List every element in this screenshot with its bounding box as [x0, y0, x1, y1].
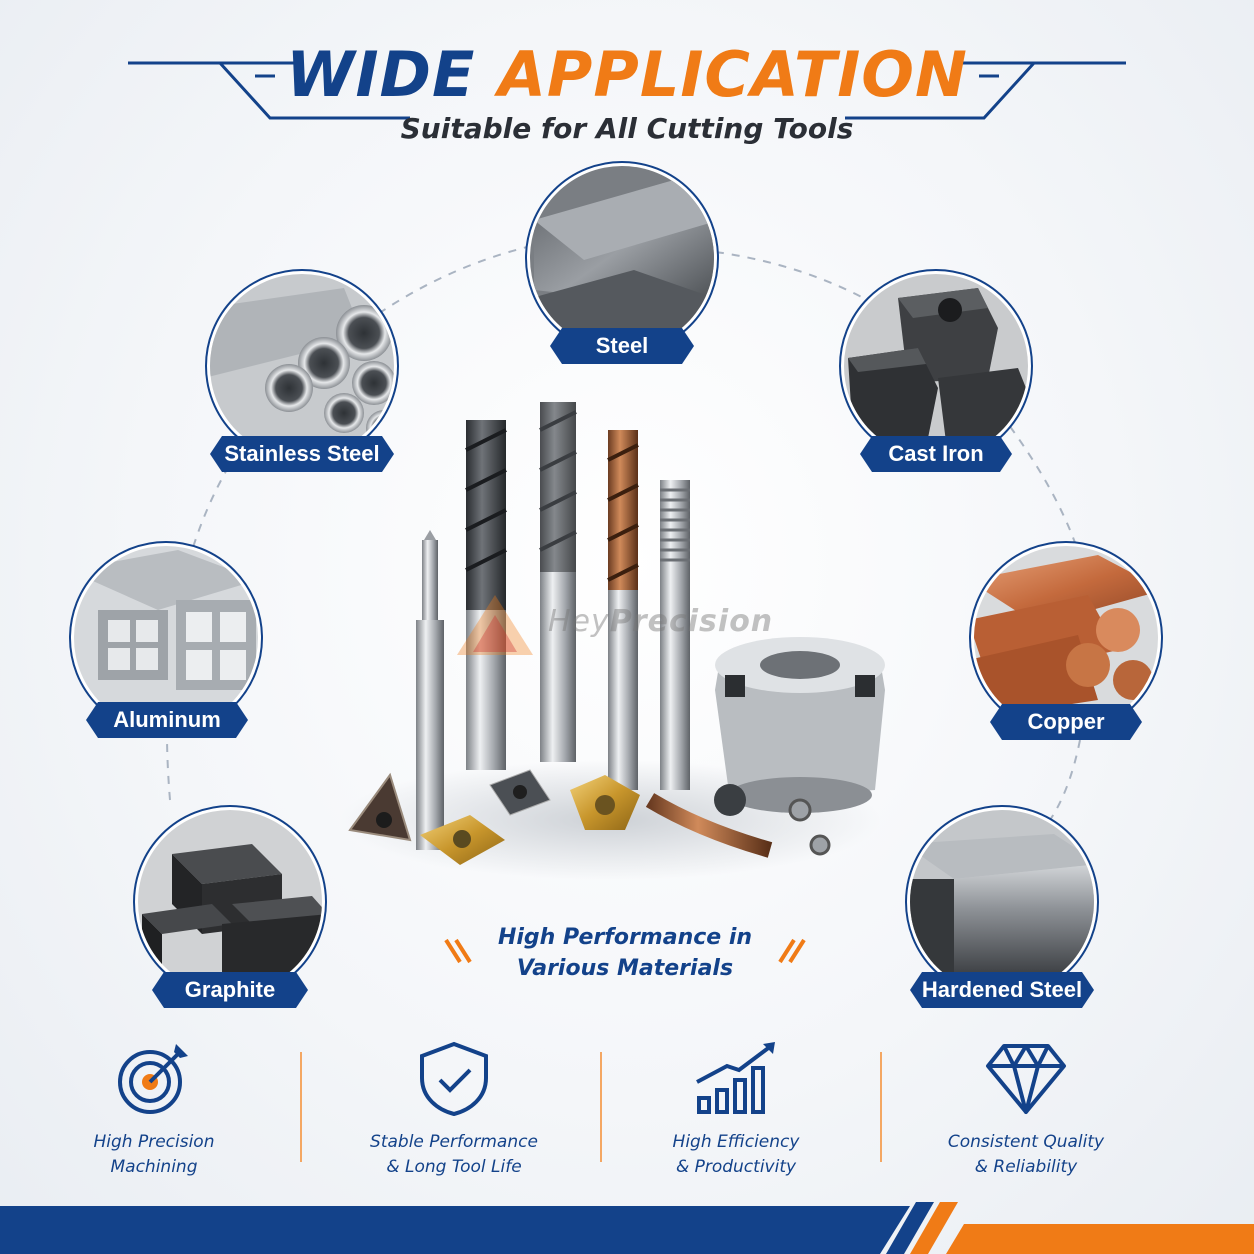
feature-1-line2: Machining [110, 1157, 198, 1177]
feature-1-line1: High Precision [93, 1132, 215, 1152]
page-subtitle: Suitable for All Cutting Tools [400, 112, 854, 145]
feature-3-line1: High Efficiency [672, 1132, 800, 1152]
material-label-steel: Steel [550, 328, 694, 364]
feature-divider-3 [880, 1052, 882, 1162]
shield-check-icon [420, 1041, 488, 1116]
center-tagline-line2: Various Materials [516, 956, 734, 981]
material-label-hardened-steel: Hardened Steel [910, 972, 1094, 1008]
growth-chart-icon [696, 1042, 775, 1114]
slash-decoration-left [444, 938, 472, 964]
material-label-graphite: Graphite [152, 972, 308, 1008]
material-hardened-steel: Hardened Steel [904, 804, 1100, 1010]
graphite-photo [133, 805, 327, 999]
feature-divider-2 [600, 1052, 602, 1162]
material-cast-iron: Cast Iron [838, 268, 1034, 474]
title-part-wide: WIDE [286, 38, 476, 111]
feature-divider-1 [300, 1052, 302, 1162]
watermark-logo-icon [457, 595, 533, 655]
stainless-steel-photo [205, 269, 399, 463]
material-stainless-steel: Stainless Steel [204, 268, 400, 474]
feature-4-line2: & Reliability [974, 1157, 1078, 1177]
steel-photo [525, 161, 719, 355]
slash-decoration-right [778, 938, 806, 964]
feature-high-precision: High Precision Machining [14, 1040, 294, 1180]
watermark-text: HeyPrecision [548, 604, 773, 639]
cast-iron-photo [839, 269, 1033, 463]
material-label-cast-iron: Cast Iron [860, 436, 1012, 472]
feature-4-line1: Consistent Quality [947, 1132, 1105, 1152]
material-graphite: Graphite [132, 804, 328, 1010]
hardened-steel-photo [905, 805, 1099, 999]
footer-stripe-bar [0, 1202, 1254, 1254]
material-label-stainless-steel: Stainless Steel [210, 436, 394, 472]
feature-consistent-quality: Consistent Quality & Reliability [886, 1040, 1166, 1180]
center-tagline-line1: High Performance in [497, 925, 753, 950]
feature-high-efficiency: High Efficiency & Productivity [596, 1040, 876, 1180]
material-aluminum: Aluminum [68, 540, 264, 740]
cutting-tools-illustration [340, 402, 885, 880]
header-decoration [128, 61, 1126, 120]
target-icon [118, 1044, 188, 1114]
watermark-brand-bold: Precision [609, 604, 774, 639]
feature-stable-performance: Stable Performance & Long Tool Life [314, 1040, 594, 1180]
title-part-application: APPLICATION [497, 38, 968, 111]
aluminum-photo [69, 541, 263, 735]
feature-2-line2: & Long Tool Life [386, 1157, 522, 1177]
center-tagline: High Performance in Various Materials [470, 922, 780, 984]
material-label-copper: Copper [990, 704, 1142, 740]
feature-2-line1: Stable Performance [370, 1132, 538, 1152]
diamond-icon [986, 1044, 1066, 1114]
material-copper: Copper [968, 540, 1164, 746]
watermark-brand-light: Hey [548, 604, 610, 639]
material-steel: Steel [524, 160, 720, 360]
copper-photo [969, 541, 1163, 735]
feature-3-line2: & Productivity [675, 1157, 797, 1177]
page-title: WIDE APPLICATION [0, 38, 1254, 112]
material-label-aluminum: Aluminum [86, 702, 248, 738]
